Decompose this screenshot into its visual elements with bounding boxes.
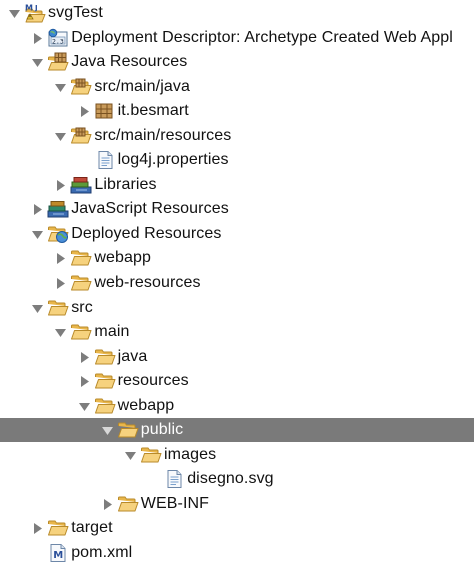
tree-node-label: src/main/resources <box>94 127 232 144</box>
tree-node-label: WEB-INF <box>140 495 210 512</box>
tree-node-web-resources[interactable]: web-resources <box>0 271 474 295</box>
collapsed-arrow-icon[interactable] <box>31 203 44 216</box>
tree-node-label: src <box>71 299 93 316</box>
tree-node-label: images <box>164 446 217 463</box>
tree-node-label: web-resources <box>94 274 201 291</box>
folder-icon <box>94 396 116 416</box>
folder-icon <box>47 298 69 318</box>
tree-node-label: pom.xml <box>71 544 133 561</box>
svg-text:M: M <box>53 550 63 561</box>
tree-node-label: it.besmart <box>117 102 189 119</box>
expanded-arrow-icon[interactable] <box>8 7 21 20</box>
tree-node-label: Java Resources <box>71 53 188 70</box>
svg-text:J: J <box>34 4 38 12</box>
tree-node-main[interactable]: main <box>0 320 474 344</box>
expanded-arrow-icon[interactable] <box>31 302 44 315</box>
libraries-icon <box>70 175 92 195</box>
expanded-arrow-icon[interactable] <box>101 424 114 437</box>
tree-node-javascript-resources[interactable]: JavaScript Resources <box>0 197 474 221</box>
file-icon <box>94 150 116 170</box>
tree-node-label: java <box>117 348 148 365</box>
javascript-resources-icon <box>47 199 69 219</box>
deployment-descriptor-icon: 2.3 <box>47 28 69 48</box>
package-icon <box>94 101 116 121</box>
tree-node-label: webapp <box>117 397 175 414</box>
folder-icon <box>117 494 139 514</box>
expanded-arrow-icon[interactable] <box>54 81 67 94</box>
tree-node-label: Libraries <box>94 176 157 193</box>
tree-node-it-besmart[interactable]: it.besmart <box>0 99 474 123</box>
tree-node-deployment-descriptor[interactable]: 2.3 Deployment Descriptor: Archetype Cre… <box>0 26 474 50</box>
tree-node-label: svgTest <box>48 4 103 21</box>
collapsed-arrow-icon[interactable] <box>78 105 91 118</box>
folder-icon <box>70 248 92 268</box>
svg-text:2.3: 2.3 <box>52 38 64 46</box>
tree-node-label: src/main/java <box>94 78 190 95</box>
folder-icon <box>70 273 92 293</box>
tree-node-target[interactable]: target <box>0 516 474 540</box>
file-icon <box>163 469 185 489</box>
folder-icon <box>70 322 92 342</box>
folder-icon <box>140 445 162 465</box>
tree-node-label: public <box>140 421 184 438</box>
tree-node-disegno-svg[interactable]: disegno.svg <box>0 467 474 491</box>
folder-icon <box>47 518 69 538</box>
tree-node-label: disegno.svg <box>187 470 274 487</box>
folder-icon <box>94 371 116 391</box>
expanded-arrow-icon[interactable] <box>54 130 67 143</box>
tree-node-src[interactable]: src <box>0 296 474 320</box>
tree-node-java-resources[interactable]: Java Resources <box>0 50 474 74</box>
tree-node-web-inf[interactable]: WEB-INF <box>0 492 474 516</box>
tree-node-src-main-java[interactable]: src/main/java <box>0 75 474 99</box>
expanded-arrow-icon[interactable] <box>124 449 137 462</box>
collapsed-arrow-icon[interactable] <box>54 277 67 290</box>
collapsed-arrow-icon[interactable] <box>78 351 91 364</box>
tree-node-webapp[interactable]: webapp <box>0 394 474 418</box>
svg-text:M: M <box>25 4 33 13</box>
tree-node-images[interactable]: images <box>0 443 474 467</box>
tree-node-public[interactable]: public <box>0 418 474 443</box>
maven-project-icon: M J <box>24 3 46 23</box>
collapsed-arrow-icon[interactable] <box>54 179 67 192</box>
deployed-resources-icon <box>47 224 69 244</box>
tree-node-label: log4j.properties <box>117 151 229 168</box>
tree-node-label: resources <box>117 372 189 389</box>
collapsed-arrow-icon[interactable] <box>101 498 114 511</box>
folder-icon <box>94 347 116 367</box>
maven-pom-icon: M <box>47 543 69 563</box>
tree-node-label: Deployed Resources <box>71 225 222 242</box>
java-resources-icon <box>47 52 69 72</box>
tree-node-label: Deployment Descriptor: Archetype Created… <box>71 29 453 46</box>
collapsed-arrow-icon[interactable] <box>78 375 91 388</box>
tree-node-java[interactable]: java <box>0 345 474 369</box>
tree-node-libraries[interactable]: Libraries <box>0 173 474 197</box>
tree-node-pom-xml[interactable]: M pom.xml <box>0 541 474 565</box>
collapsed-arrow-icon[interactable] <box>54 252 67 265</box>
source-folder-icon <box>70 77 92 97</box>
folder-icon <box>117 420 139 440</box>
collapsed-arrow-icon[interactable] <box>31 522 44 535</box>
tree-node-label: main <box>94 323 130 340</box>
expanded-arrow-icon[interactable] <box>31 56 44 69</box>
tree-node-log4j-properties[interactable]: log4j.properties <box>0 148 474 172</box>
tree-node-label: webapp <box>94 249 152 266</box>
tree-node-label: JavaScript Resources <box>71 200 229 217</box>
collapsed-arrow-icon[interactable] <box>31 32 44 45</box>
source-folder-icon <box>70 126 92 146</box>
tree-node-resources[interactable]: resources <box>0 369 474 393</box>
tree-node-label: target <box>71 519 113 536</box>
expanded-arrow-icon[interactable] <box>78 400 91 413</box>
tree-node-deployed-webapp[interactable]: webapp <box>0 246 474 270</box>
tree-node-src-main-resources[interactable]: src/main/resources <box>0 124 474 148</box>
tree-node-svgtest[interactable]: M J svgTest <box>0 1 474 25</box>
tree-node-deployed-resources[interactable]: Deployed Resources <box>0 222 474 246</box>
expanded-arrow-icon[interactable] <box>31 228 44 241</box>
expanded-arrow-icon[interactable] <box>54 326 67 339</box>
